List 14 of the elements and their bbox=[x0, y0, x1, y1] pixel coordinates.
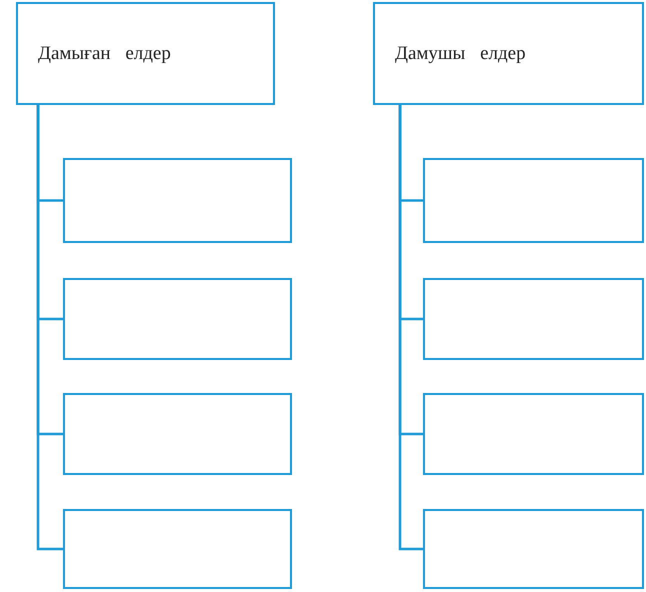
empty-box bbox=[63, 509, 292, 589]
connector-line bbox=[36, 105, 63, 550]
empty-box bbox=[63, 393, 292, 475]
empty-box bbox=[423, 278, 644, 360]
heading-text: Дамушы елдер bbox=[394, 42, 526, 64]
empty-box bbox=[423, 158, 644, 243]
header-box bbox=[373, 2, 644, 105]
empty-box bbox=[63, 158, 292, 243]
heading-text: Дамыған елдер bbox=[37, 42, 171, 64]
empty-box bbox=[63, 278, 292, 360]
empty-box bbox=[423, 509, 644, 589]
header-box bbox=[16, 2, 275, 105]
empty-box bbox=[423, 393, 644, 475]
connector-line bbox=[398, 105, 423, 550]
